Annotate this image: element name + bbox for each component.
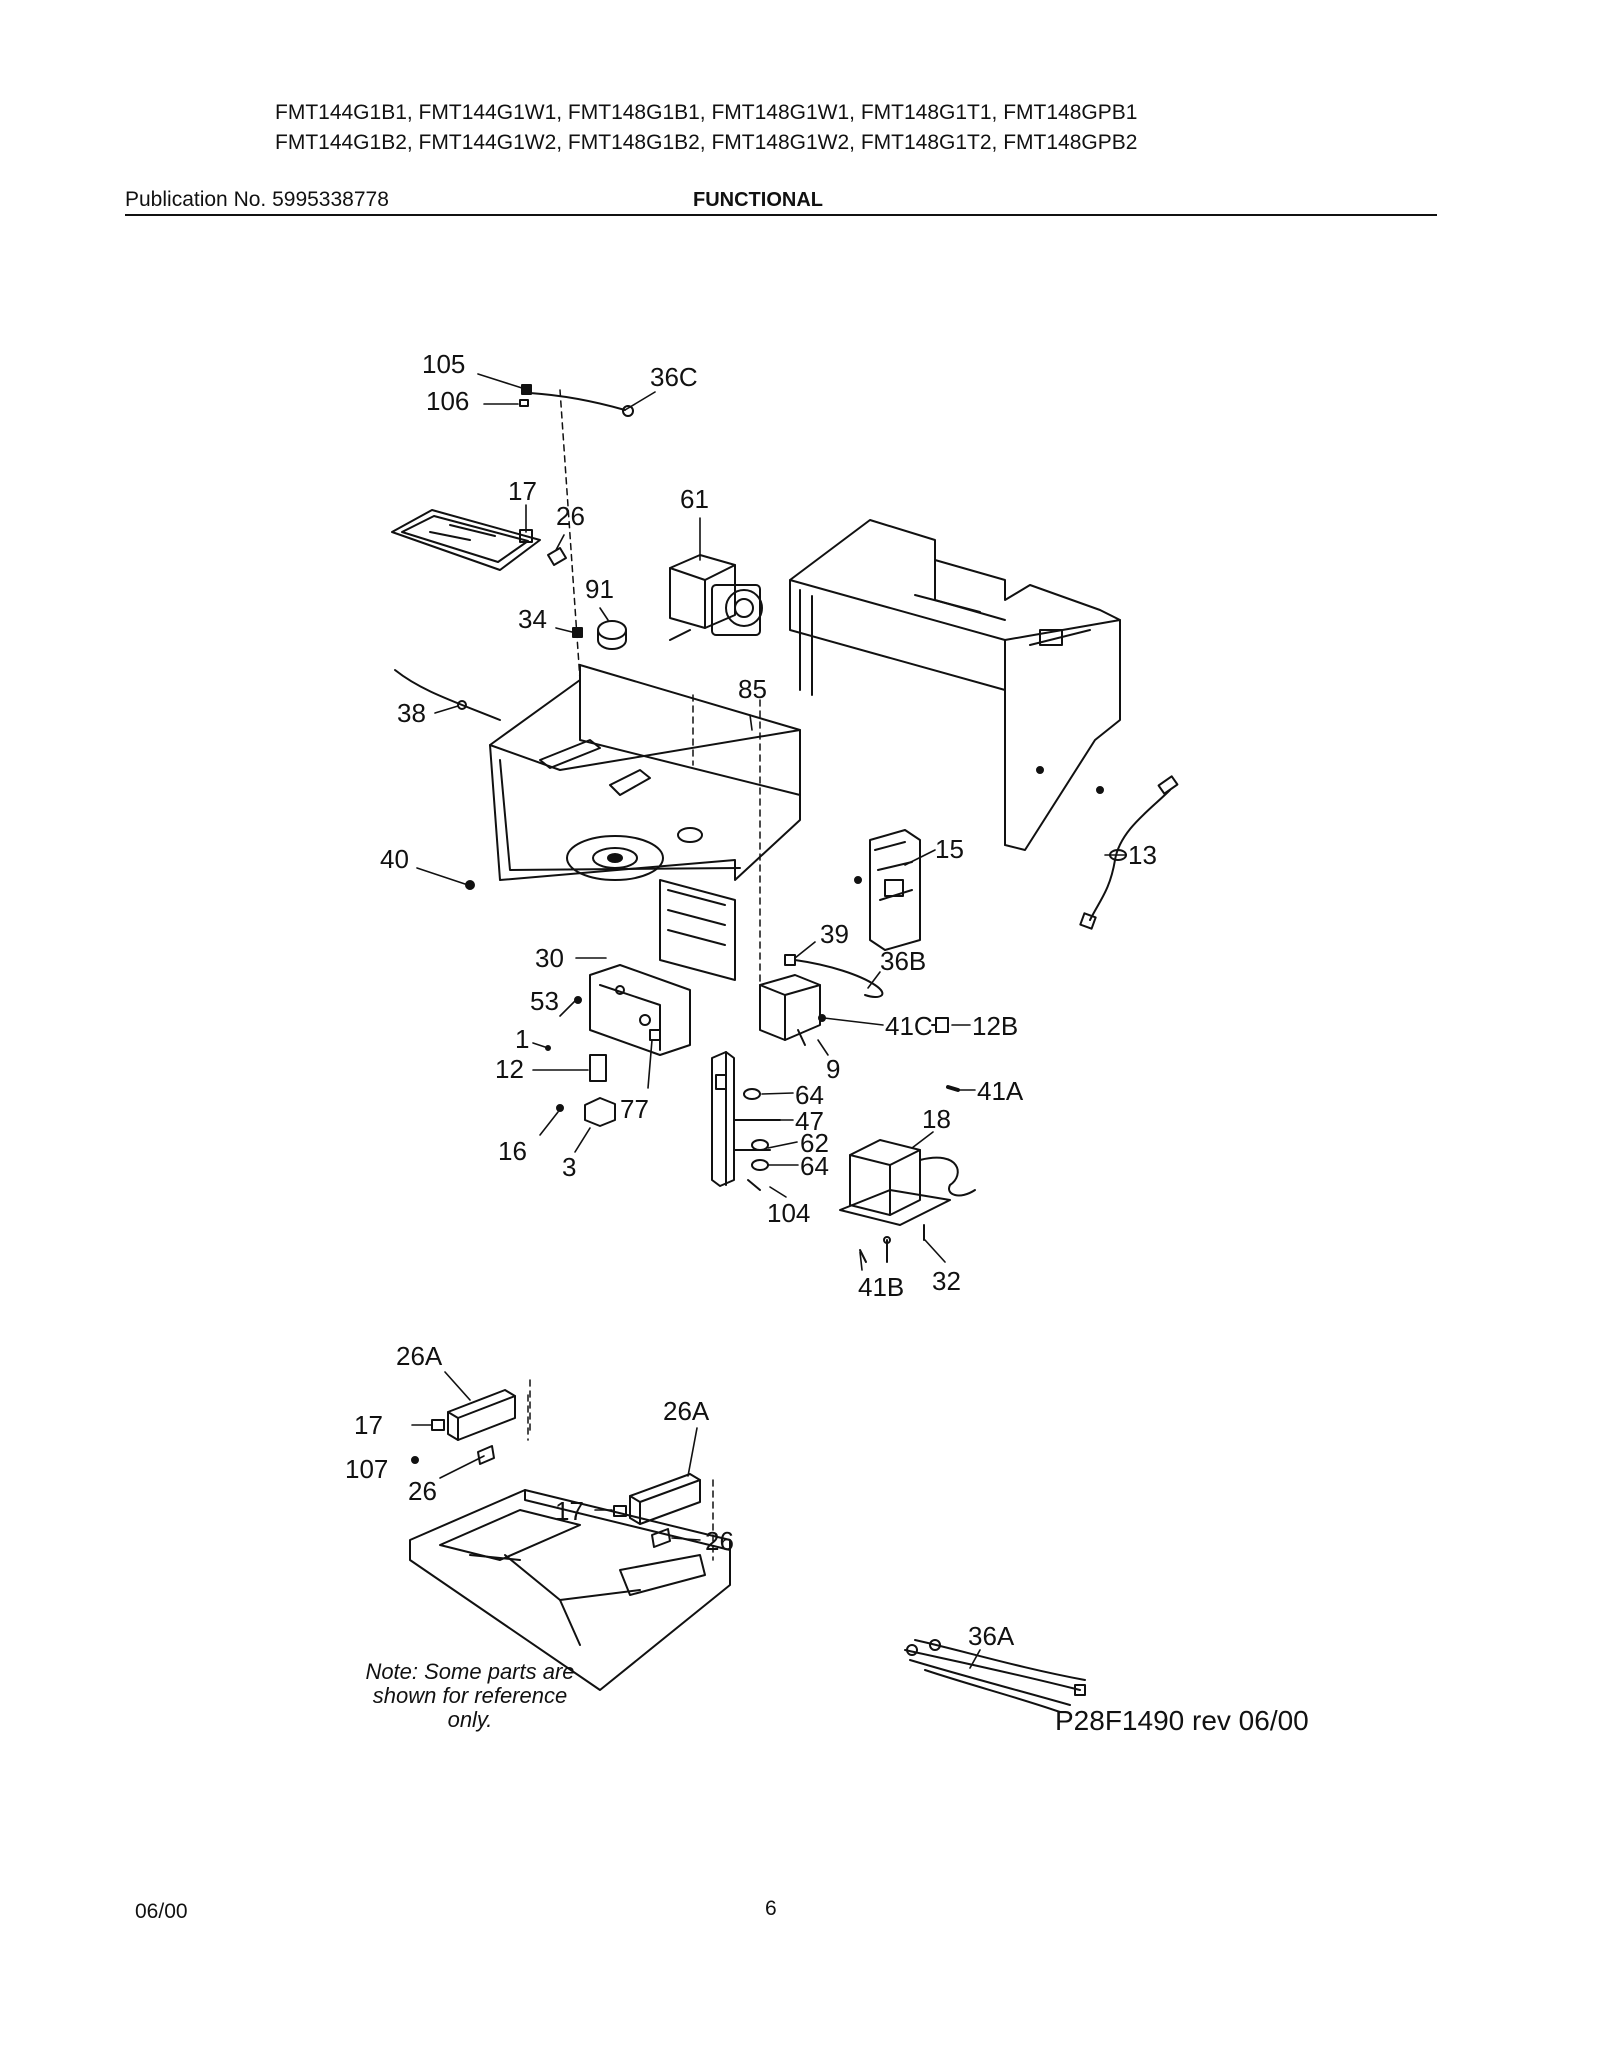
callout-62: 62 <box>800 1128 829 1158</box>
callout-18: 18 <box>922 1104 951 1134</box>
callout-106: 106 <box>426 386 469 416</box>
callout-77: 77 <box>620 1094 649 1124</box>
callout-40: 40 <box>380 844 409 874</box>
reference-note-line-2: shown for reference <box>372 1683 568 1708</box>
wire-38 <box>394 669 501 721</box>
callout-leaders <box>411 373 1127 1669</box>
screws-41b-32 <box>859 1224 925 1263</box>
drawing-number: P28F1490 rev 06/00 <box>1055 1705 1309 1736</box>
callout-17: 17 <box>508 476 537 506</box>
vent-cover-plate <box>391 509 541 571</box>
part-40 <box>465 880 475 890</box>
callout-9: 9 <box>826 1054 840 1084</box>
callout-26-right: 26 <box>705 1526 734 1556</box>
model-list-line-2: FMT144G1B2, FMT144G1W2, FMT148G1B2, FMT1… <box>275 131 1138 154</box>
callout-26a-left: 26A <box>396 1341 443 1371</box>
wire-36b <box>784 954 884 998</box>
reference-note-line-1: Note: Some parts are <box>365 1659 575 1684</box>
callout-36c: 36C <box>650 362 698 392</box>
wire-harness-36a <box>904 1639 1086 1713</box>
light-housing-right <box>613 1473 701 1548</box>
magnetron <box>759 974 826 1046</box>
callout-13: 13 <box>1128 840 1157 870</box>
callout-53: 53 <box>530 986 559 1016</box>
model-list: FMT144G1B1, FMT144G1W1, FMT148G1B1, FMT1… <box>275 98 1375 158</box>
reference-note-line-3: only. <box>447 1707 493 1732</box>
callout-1: 1 <box>515 1024 529 1054</box>
control-board <box>574 964 691 1056</box>
callout-61: 61 <box>680 484 709 514</box>
callout-47: 47 <box>795 1106 824 1136</box>
part-41a <box>946 1085 960 1092</box>
callout-32: 32 <box>932 1266 961 1296</box>
callout-41b: 41B <box>858 1272 904 1302</box>
callout-105: 105 <box>422 349 465 379</box>
callout-17-right: 17 <box>555 1496 584 1526</box>
callout-38: 38 <box>397 698 426 728</box>
footer-date: 06/00 <box>135 1900 188 1923</box>
interlock-bracket <box>711 1051 781 1191</box>
callout-36a: 36A <box>968 1621 1015 1651</box>
control-bracket-15 <box>854 829 921 951</box>
callout-26: 26 <box>556 501 585 531</box>
part-12b <box>931 1017 949 1033</box>
callout-15: 15 <box>935 834 964 864</box>
fan-motor <box>669 554 763 641</box>
outer-cabinet <box>789 519 1121 851</box>
callout-26a-right: 26A <box>663 1396 710 1426</box>
relay-12 <box>589 1054 607 1082</box>
part-17-26 <box>519 529 567 566</box>
callout-104: 104 <box>767 1198 810 1228</box>
callout-30: 30 <box>535 943 564 973</box>
assembly-leader-lines <box>527 389 761 1561</box>
light-housing-left <box>411 1389 516 1465</box>
callout-41a: 41A <box>977 1076 1024 1106</box>
part-16 <box>556 1104 564 1112</box>
reference-note: Note: Some parts are shown for reference… <box>345 1660 595 1732</box>
callout-36b: 36B <box>880 946 926 976</box>
callout-26-left: 26 <box>408 1476 437 1506</box>
callout-64-upper: 64 <box>795 1080 824 1110</box>
callout-41c: 41C <box>885 1011 933 1041</box>
callout-64-lower: 64 <box>800 1151 829 1181</box>
header-rule <box>125 214 1437 216</box>
callout-12b: 12B <box>972 1011 1018 1041</box>
callout-34: 34 <box>518 604 547 634</box>
section-title: FUNCTIONAL <box>693 189 823 211</box>
vent-grille-assembly <box>409 1489 731 1691</box>
wire-harness-36c <box>519 384 634 417</box>
publication-number: Publication No. 5995338778 <box>125 188 389 211</box>
callout-12: 12 <box>495 1054 524 1084</box>
page-number: 6 <box>765 1897 777 1920</box>
callout-17-left: 17 <box>354 1410 383 1440</box>
oven-cavity <box>489 664 801 981</box>
switch-3 <box>584 1097 616 1127</box>
thermal-cutout-91 <box>572 620 627 650</box>
model-list-line-1: FMT144G1B1, FMT144G1W1, FMT148G1B1, FMT1… <box>275 101 1138 124</box>
callout-39: 39 <box>820 919 849 949</box>
callout-85: 85 <box>738 674 767 704</box>
callout-91: 91 <box>585 574 614 604</box>
callout-16: 16 <box>498 1136 527 1166</box>
transformer <box>839 1139 976 1226</box>
callout-3: 3 <box>562 1152 576 1182</box>
callout-107: 107 <box>345 1454 388 1484</box>
